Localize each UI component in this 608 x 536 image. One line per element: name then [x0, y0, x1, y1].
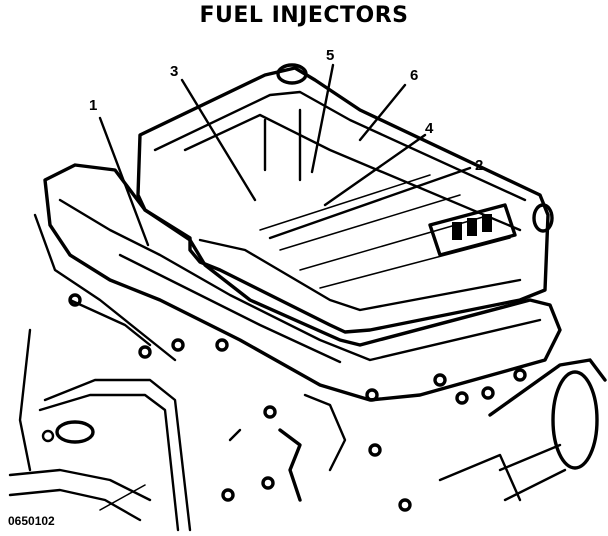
figure-id-label: 0650102: [8, 514, 55, 528]
plenum-nameplate: [428, 203, 517, 257]
throttle-body: [438, 358, 607, 502]
callout-3-leader: [180, 78, 257, 202]
callout-1-leader: [98, 116, 150, 247]
callout-2-leader: [268, 166, 472, 240]
center-hardware: [228, 393, 347, 502]
diagram-title: FUEL INJECTORS: [199, 3, 409, 28]
callout-4: 4: [425, 120, 434, 137]
callout-3: 3: [170, 63, 178, 80]
callout-1: 1: [89, 97, 97, 114]
intake-plenum: [136, 63, 554, 334]
callout-5: 5: [326, 47, 334, 64]
callout-leaders: [98, 63, 472, 247]
engine-block-left: [8, 328, 192, 532]
callout-2: 2: [475, 157, 483, 174]
callout-6-leader: [358, 83, 407, 142]
callout-6: 6: [410, 67, 418, 84]
manifold-bolts: [68, 293, 527, 512]
callout-4-leader: [323, 133, 427, 207]
callout-5-leader: [310, 63, 335, 174]
lower-intake-manifold: [33, 163, 562, 402]
